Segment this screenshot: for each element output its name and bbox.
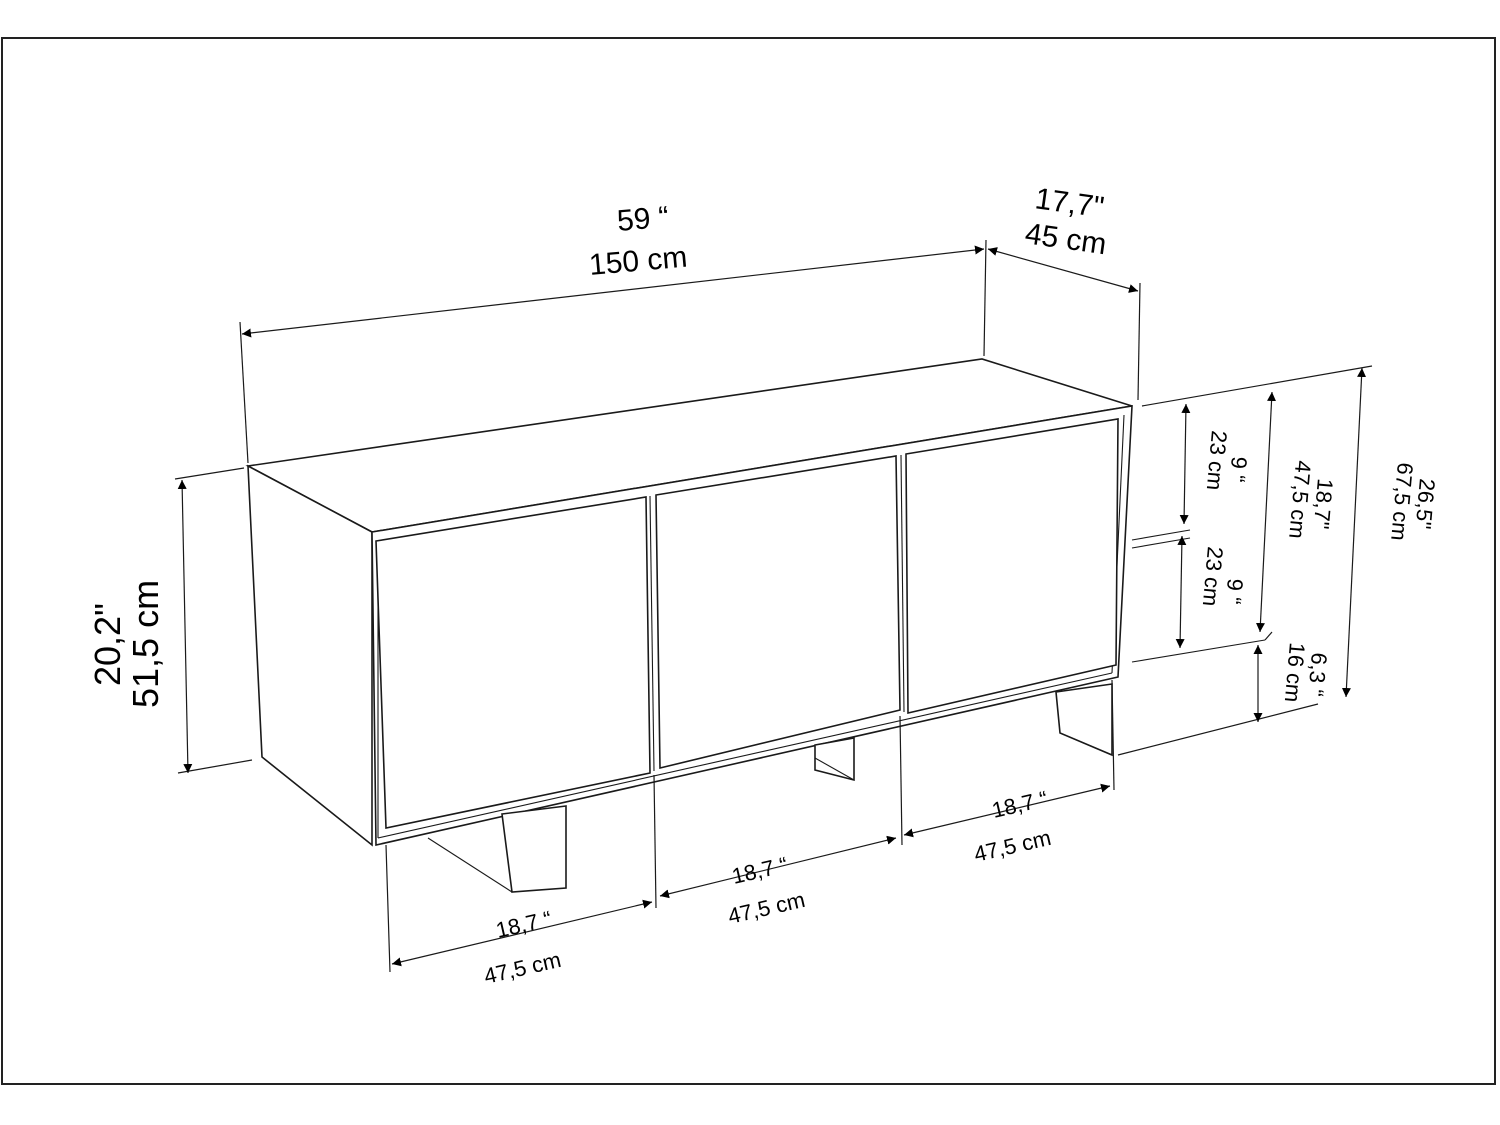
body-height-inch-label: 18,7" xyxy=(1309,478,1338,531)
cabinet xyxy=(245,358,1266,893)
door-right-inch-label: 18,7 “ xyxy=(990,786,1050,823)
height-cm-label: 51,5 cm xyxy=(125,580,166,708)
door-right xyxy=(905,418,1119,715)
shelf-top-inch-label: 9 “ xyxy=(1225,456,1252,484)
leg-middle xyxy=(814,737,855,782)
shelf-bottom-inch-label: 9 “ xyxy=(1221,578,1248,606)
door-left xyxy=(375,496,651,829)
door-left-cm-label: 47,5 cm xyxy=(482,947,564,989)
leg-left xyxy=(501,805,567,893)
leg-height-inch-label: 6,3 “ xyxy=(1303,652,1332,698)
total-height-cm-label: 67,5 cm xyxy=(1386,462,1418,542)
cabinet-left-side xyxy=(247,464,373,847)
dimension-lines xyxy=(174,239,1373,973)
total-height-inch-label: 26,5" xyxy=(1411,478,1440,531)
door-middle-cm-label: 47,5 cm xyxy=(726,887,808,929)
shelf-bottom-cm-label: 23 cm xyxy=(1198,546,1228,608)
depth-cm-label: 45 cm xyxy=(1023,217,1109,261)
shelf-top-cm-label: 23 cm xyxy=(1202,430,1232,492)
leg-height-cm-label: 16 cm xyxy=(1280,642,1310,704)
door-middle-inch-label: 18,7 “ xyxy=(730,852,790,889)
door-right-cm-label: 47,5 cm xyxy=(972,825,1054,867)
leg-right xyxy=(1055,683,1113,757)
door-middle xyxy=(655,455,901,770)
width-inch-label: 59 “ xyxy=(616,201,670,238)
width-cm-label: 150 cm xyxy=(588,241,689,282)
door-left-inch-label: 18,7 “ xyxy=(494,906,554,943)
drawing-border xyxy=(1,37,1496,1085)
height-inch-label: 20,2" xyxy=(87,603,128,686)
depth-inch-label: 17,7" xyxy=(1033,182,1106,224)
